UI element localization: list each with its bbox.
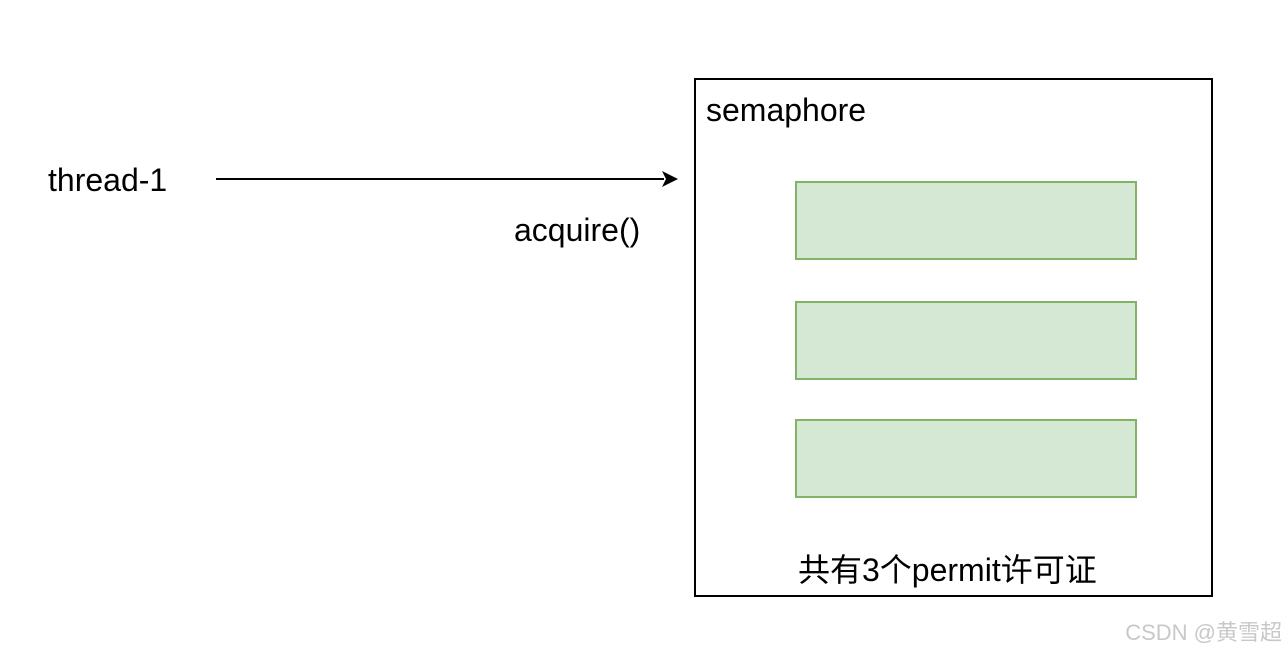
permit-slot bbox=[795, 419, 1137, 498]
semaphore-box: semaphore 共有3个permit许可证 bbox=[694, 78, 1213, 597]
permit-caption: 共有3个permit许可证 bbox=[798, 552, 1097, 588]
permit-slot bbox=[795, 181, 1137, 260]
watermark: CSDN @黄雪超 bbox=[1125, 620, 1282, 645]
thread-label: thread-1 bbox=[48, 162, 168, 198]
acquire-arrow bbox=[216, 171, 678, 187]
semaphore-title: semaphore bbox=[706, 92, 867, 128]
permit-slot bbox=[795, 301, 1137, 380]
acquire-label: acquire() bbox=[514, 212, 641, 248]
arrow-head bbox=[662, 171, 678, 187]
